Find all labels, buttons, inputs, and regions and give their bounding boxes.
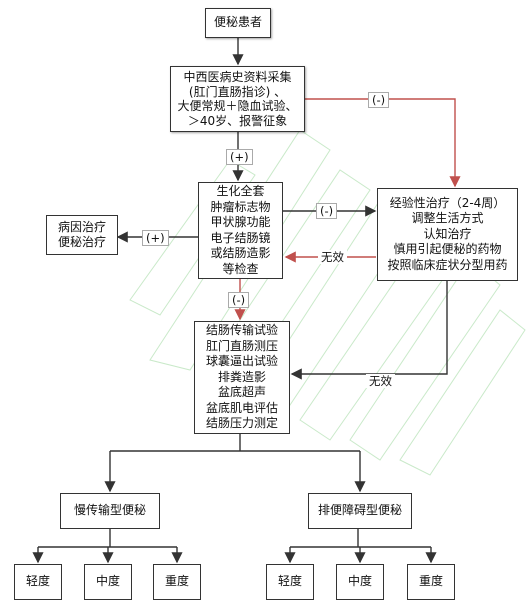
node-slow-severe-text: 重度 [164, 574, 189, 589]
node-tests-line-6: 盆底肌电评估 [205, 400, 278, 415]
edge-label-labs-etiology: (+) [142, 230, 169, 246]
node-outlet-obstruction: 排便障碍型便秘 [308, 493, 412, 529]
node-history-line-2: (肛门直肠指诊) 、 [188, 84, 287, 99]
node-tests: 结肠传输试验 肛门直肠测压 球囊逼出试验 排粪造影 盆底超声 盆底肌电评估 结肠… [194, 321, 290, 434]
node-history-line-1: 中西医病史资料采集 [183, 70, 292, 84]
node-outlet-mild-text: 轻度 [277, 574, 302, 589]
node-outlet-mild: 轻度 [266, 564, 314, 600]
node-slow-moderate-text: 中度 [95, 574, 120, 589]
node-tests-line-7: 结肠压力测定 [205, 416, 278, 431]
node-patient: 便秘患者 [205, 8, 271, 38]
node-empirical: 经验性治疗（2-4周） 调整生活方式 认知治疗 慎用引起便秘的药物 按照临床症状… [377, 188, 518, 281]
edge-label-history-labs: (+) [226, 149, 253, 165]
node-labs: 生化全套 肿瘤标志物 甲状腺功能 电子结肠镜 或结肠造影 等检查 [198, 182, 283, 279]
node-empirical-line-5: 按照临床症状分型用药 [387, 257, 508, 272]
node-outlet-text: 排便障碍型便秘 [317, 503, 402, 518]
node-etiology-line-1: 病因治疗 [57, 219, 106, 234]
node-tests-line-3: 球囊逼出试验 [205, 354, 278, 369]
node-labs-line-3: 甲状腺功能 [210, 215, 271, 229]
node-slow-moderate: 中度 [84, 564, 132, 600]
node-empirical-line-3: 认知治疗 [423, 226, 472, 241]
node-history: 中西医病史资料采集 (肛门直肠指诊) 、 大便常规＋隐血试验、 ＞40岁、报警征… [170, 66, 305, 132]
node-outlet-severe: 重度 [407, 564, 455, 600]
edge-label-history-empirical: (-) [368, 92, 390, 108]
node-empirical-line-4: 慎用引起便秘的药物 [393, 242, 502, 257]
node-labs-line-5: 或结肠造影 [210, 246, 271, 260]
node-tests-line-2: 肛门直肠测压 [205, 338, 278, 353]
node-empirical-line-2: 调整生活方式 [411, 211, 484, 226]
edge-label-labs-empirical: (-) [316, 203, 338, 219]
node-labs-line-2: 肿瘤标志物 [210, 199, 271, 214]
node-labs-line-6: 等检查 [222, 261, 259, 276]
node-labs-line-1: 生化全套 [216, 184, 265, 198]
node-labs-line-4: 电子结肠镜 [210, 230, 271, 245]
node-patient-text: 便秘患者 [213, 15, 262, 30]
node-etiology-line-2: 便秘治疗 [57, 235, 106, 249]
arrow-history-empirical [305, 98, 461, 188]
edge-label-empirical-tests: 无效 [366, 374, 395, 388]
node-outlet-moderate: 中度 [336, 564, 384, 600]
arrow-empirical-tests [290, 281, 448, 380]
node-slow-transit-text: 慢传输型便秘 [73, 503, 146, 518]
node-empirical-line-1: 经验性治疗（2-4周） [389, 195, 506, 210]
node-etiology: 病因治疗 便秘治疗 [46, 215, 118, 255]
node-slow-transit: 慢传输型便秘 [60, 493, 160, 529]
node-tests-line-4: 排粪造影 [217, 369, 266, 384]
node-tests-line-5: 盆底超声 [217, 385, 266, 400]
edge-label-labs-tests: (-) [228, 292, 250, 308]
node-slow-severe: 重度 [153, 564, 201, 600]
node-slow-mild-text: 轻度 [25, 574, 50, 589]
node-tests-line-1: 结肠传输试验 [205, 323, 278, 338]
edge-label-empirical-labs: 无效 [318, 250, 347, 264]
node-outlet-severe-text: 重度 [418, 574, 443, 589]
node-history-line-4: ＞40岁、报警征象 [187, 113, 288, 128]
node-slow-mild: 轻度 [14, 564, 62, 600]
node-outlet-moderate-text: 中度 [347, 574, 372, 589]
node-history-line-3: 大便常规＋隐血试验、 [177, 99, 298, 113]
